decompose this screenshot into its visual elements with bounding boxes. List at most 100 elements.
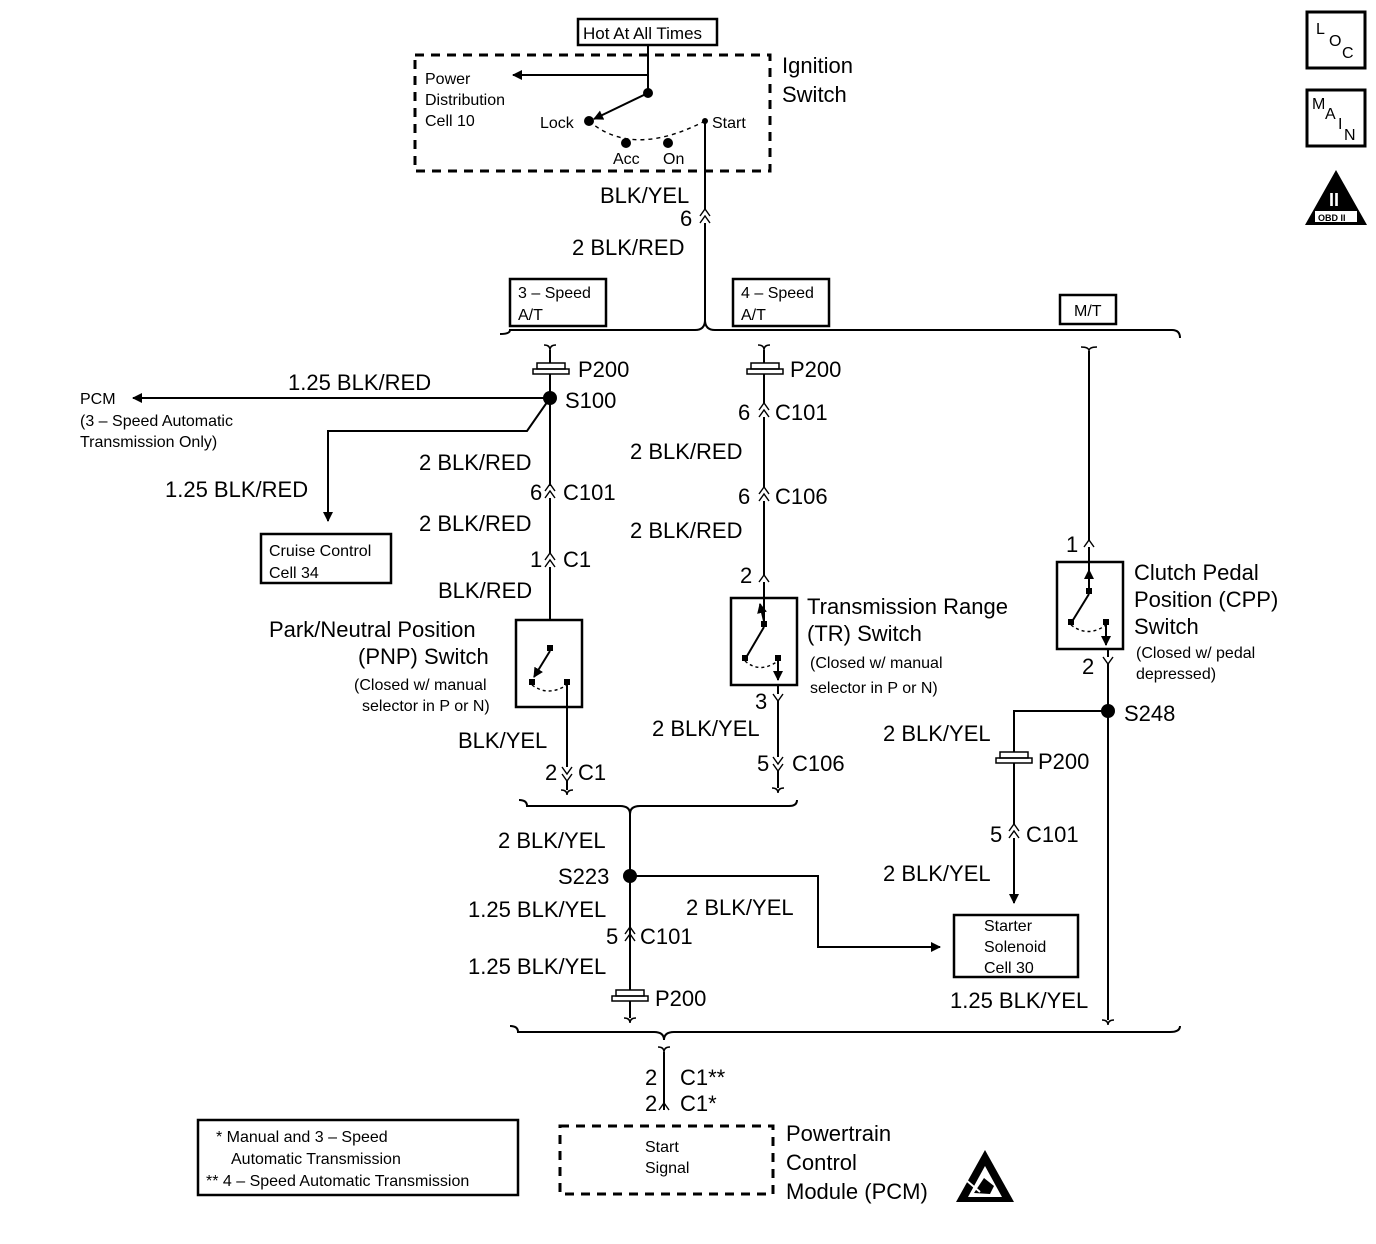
svg-text:1.25 BLK/YEL: 1.25 BLK/YEL bbox=[468, 897, 606, 922]
svg-text:S223: S223 bbox=[558, 864, 609, 889]
svg-text:P200: P200 bbox=[790, 357, 841, 382]
svg-text:2 BLK/RED: 2 BLK/RED bbox=[419, 511, 532, 536]
svg-text:1: 1 bbox=[1066, 532, 1078, 557]
svg-text:Solenoid: Solenoid bbox=[984, 939, 1046, 956]
svg-text:5: 5 bbox=[757, 751, 769, 776]
svg-text:PCM: PCM bbox=[80, 391, 116, 408]
svg-text:Cell 10: Cell 10 bbox=[425, 113, 475, 130]
svg-text:C101: C101 bbox=[775, 400, 828, 425]
svg-text:1.25 BLK/YEL: 1.25 BLK/YEL bbox=[950, 988, 1088, 1013]
svg-text:A/T: A/T bbox=[741, 307, 766, 324]
svg-text:Distribution: Distribution bbox=[425, 92, 505, 109]
svg-text:On: On bbox=[663, 151, 684, 168]
svg-text:** 4 – Speed Automatic Transmi: ** 4 – Speed Automatic Transmission bbox=[206, 1173, 469, 1190]
p200-connector bbox=[746, 362, 784, 375]
svg-text:2 BLK/RED: 2 BLK/RED bbox=[572, 235, 685, 260]
svg-text:BLK/RED: BLK/RED bbox=[438, 578, 532, 603]
legend: * Manual and 3 – Speed Automatic Transmi… bbox=[196, 1118, 520, 1197]
svg-text:1.25 BLK/YEL: 1.25 BLK/YEL bbox=[468, 954, 606, 979]
svg-text:3 – Speed: 3 – Speed bbox=[518, 285, 591, 302]
svg-text:Automatic Transmission: Automatic Transmission bbox=[231, 1151, 401, 1168]
svg-text:C1**: C1** bbox=[680, 1065, 726, 1090]
svg-text:5: 5 bbox=[990, 822, 1002, 847]
pcm-box bbox=[558, 1124, 775, 1196]
svg-text:(Closed w/ manual: (Closed w/ manual bbox=[354, 677, 487, 694]
svg-text:BLK/YEL: BLK/YEL bbox=[600, 183, 689, 208]
svg-text:BLK/YEL: BLK/YEL bbox=[458, 728, 547, 753]
svg-text:2: 2 bbox=[1082, 654, 1094, 679]
p200-connector bbox=[611, 989, 649, 1002]
svg-text:P200: P200 bbox=[1038, 749, 1089, 774]
svg-text:M: M bbox=[1312, 96, 1325, 113]
svg-text:Start: Start bbox=[645, 1139, 679, 1156]
svg-text:A/T: A/T bbox=[518, 307, 543, 324]
obd-ii-icon[interactable]: II OBD II bbox=[1305, 170, 1367, 225]
option-3-speed-at: 3 – Speed A/T bbox=[508, 277, 608, 328]
svg-text:Cell 30: Cell 30 bbox=[984, 960, 1034, 977]
svg-text:C1: C1 bbox=[578, 760, 606, 785]
svg-text:selector in P or N): selector in P or N) bbox=[810, 680, 938, 697]
tr-switch bbox=[729, 596, 799, 687]
svg-text:6: 6 bbox=[738, 484, 750, 509]
svg-text:Hot At All Times: Hot At All Times bbox=[583, 24, 702, 43]
svg-text:2: 2 bbox=[645, 1091, 657, 1116]
svg-text:Cruise Control: Cruise Control bbox=[269, 543, 371, 560]
svg-text:Starter: Starter bbox=[984, 918, 1033, 935]
svg-text:Cell 34: Cell 34 bbox=[269, 565, 319, 582]
svg-text:6: 6 bbox=[738, 400, 750, 425]
svg-text:Module (PCM): Module (PCM) bbox=[786, 1179, 928, 1204]
svg-text:L: L bbox=[1316, 21, 1325, 38]
svg-text:I: I bbox=[1338, 116, 1342, 133]
svg-text:2 BLK/RED: 2 BLK/RED bbox=[630, 439, 743, 464]
p200-connector bbox=[532, 362, 570, 375]
svg-text:S100: S100 bbox=[565, 388, 616, 413]
svg-text:1.25 BLK/RED: 1.25 BLK/RED bbox=[165, 477, 308, 502]
svg-text:2: 2 bbox=[740, 563, 752, 588]
svg-text:Transmission Only): Transmission Only) bbox=[80, 434, 217, 451]
svg-text:Acc: Acc bbox=[613, 151, 640, 168]
svg-text:Clutch Pedal: Clutch Pedal bbox=[1134, 560, 1259, 585]
svg-text:Signal: Signal bbox=[645, 1160, 689, 1177]
svg-text:C106: C106 bbox=[775, 484, 828, 509]
cpp-switch bbox=[1055, 560, 1125, 651]
pnp-switch bbox=[514, 618, 584, 709]
p200-connector bbox=[995, 751, 1033, 764]
svg-text:S248: S248 bbox=[1124, 701, 1175, 726]
svg-text:4 – Speed: 4 – Speed bbox=[741, 285, 814, 302]
main-icon[interactable]: M A I N bbox=[1305, 88, 1367, 148]
svg-text:C101: C101 bbox=[563, 480, 616, 505]
svg-text:2: 2 bbox=[645, 1065, 657, 1090]
svg-text:(Closed w/ pedal: (Closed w/ pedal bbox=[1136, 645, 1255, 662]
svg-text:C101: C101 bbox=[1026, 822, 1079, 847]
svg-text:C: C bbox=[1342, 45, 1354, 62]
svg-text:6: 6 bbox=[530, 480, 542, 505]
svg-text:C1*: C1* bbox=[680, 1091, 717, 1116]
svg-text:C101: C101 bbox=[640, 924, 693, 949]
hot-at-all-times-label: Hot At All Times bbox=[576, 17, 719, 47]
svg-text:C1: C1 bbox=[563, 547, 591, 572]
svg-text:Power: Power bbox=[425, 71, 471, 88]
svg-text:selector in P or N): selector in P or N) bbox=[362, 698, 490, 715]
svg-text:(TR) Switch: (TR) Switch bbox=[807, 621, 922, 646]
svg-text:5: 5 bbox=[606, 924, 618, 949]
svg-text:Start: Start bbox=[712, 115, 746, 132]
svg-text:(3 – Speed Automatic: (3 – Speed Automatic bbox=[80, 413, 233, 430]
svg-text:2 BLK/YEL: 2 BLK/YEL bbox=[498, 828, 606, 853]
svg-text:3: 3 bbox=[755, 689, 767, 714]
starter-solenoid-box: Starter Solenoid Cell 30 bbox=[952, 913, 1080, 979]
svg-text:P200: P200 bbox=[578, 357, 629, 382]
loc-icon[interactable]: L O C bbox=[1305, 10, 1367, 70]
cruise-control-box: Cruise Control Cell 34 bbox=[259, 532, 393, 585]
svg-text:M/T: M/T bbox=[1074, 303, 1102, 320]
svg-text:2 BLK/YEL: 2 BLK/YEL bbox=[686, 895, 794, 920]
svg-text:Control: Control bbox=[786, 1150, 857, 1175]
svg-text:2 BLK/YEL: 2 BLK/YEL bbox=[883, 721, 991, 746]
svg-text:OBD II: OBD II bbox=[1318, 213, 1346, 223]
svg-text:Switch: Switch bbox=[782, 82, 847, 107]
svg-text:N: N bbox=[1344, 127, 1356, 144]
svg-text:Switch: Switch bbox=[1134, 614, 1199, 639]
svg-text:C106: C106 bbox=[792, 751, 845, 776]
svg-text:2 BLK/YEL: 2 BLK/YEL bbox=[652, 716, 760, 741]
esd-warning-icon bbox=[956, 1150, 1014, 1202]
